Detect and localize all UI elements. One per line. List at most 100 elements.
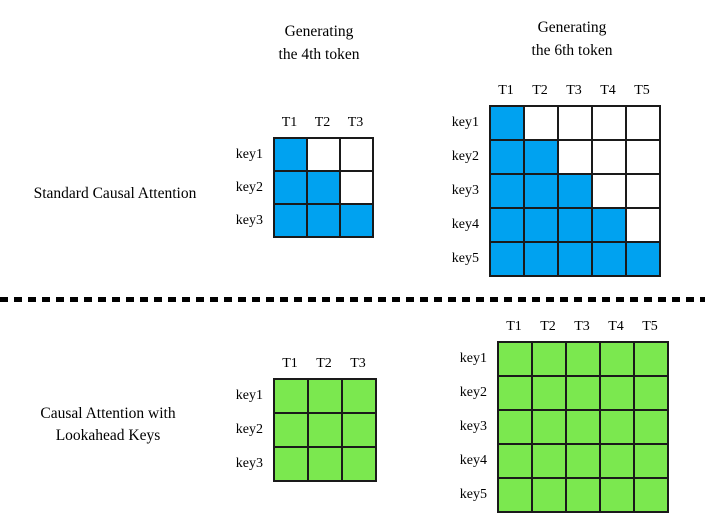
matrix-cell-key2-t2-attended: [524, 140, 558, 174]
col-header-t2: T2: [316, 356, 332, 371]
title-line: the 6th token: [531, 42, 613, 59]
title-line: the 4th token: [278, 46, 360, 63]
row-label-key1: key1: [459, 351, 487, 366]
matrix-cell-key2-t5-masked: [626, 140, 660, 174]
row-label-key4: key4: [451, 217, 479, 232]
matrix-cell-key3-t3-attended: [340, 204, 373, 237]
dashed-separator-line: [0, 297, 705, 302]
row-label-key3: key3: [235, 212, 263, 228]
attention-matrix: [273, 137, 374, 238]
matrix-cell-key2-t1-attended: [490, 140, 524, 174]
col-header-t3: T3: [347, 115, 364, 130]
matrix-cell-key4-t2-attended: [532, 444, 566, 478]
matrix-cell-key1-t3-attended: [342, 379, 376, 413]
matrix-cell-key5-t1-attended: [490, 242, 524, 276]
matrix-cell-key5-t5-attended: [626, 242, 660, 276]
matrix-cell-key5-t2-attended: [524, 242, 558, 276]
col-header-t5: T5: [642, 319, 658, 334]
matrix-cell-key5-t4-attended: [600, 478, 634, 512]
col-header-t2: T2: [532, 83, 548, 98]
matrix-cell-key1-t5-masked: [626, 106, 660, 140]
attention-grid-standard-causal-4th: T1 T2 T3 key1 key2 key3: [225, 113, 374, 238]
matrix-cell-key2-t5-attended: [634, 376, 668, 410]
matrix-cell-key3-t1-attended: [498, 410, 532, 444]
row-label-spacer: [225, 354, 273, 374]
matrix-cell-key5-t3-attended: [566, 478, 600, 512]
matrix-cell-key5-t4-attended: [592, 242, 626, 276]
row-label-spacer: [441, 81, 489, 101]
matrix-cell-key3-t3-attended: [566, 410, 600, 444]
row-label-key2: key2: [451, 149, 479, 164]
matrix-cell-key1-t1-attended: [274, 379, 308, 413]
row-title-line: Causal Attention with: [40, 405, 176, 422]
matrix-cell-key4-t1-attended: [490, 208, 524, 242]
matrix-cell-key1-t4-attended: [600, 342, 634, 376]
col-header-t1: T1: [281, 115, 298, 130]
matrix-cell-key3-t3-attended: [342, 447, 376, 481]
title-generating-4th-token: Generating the 4th token: [239, 20, 399, 66]
row-label-key2: key2: [459, 385, 487, 400]
title-line: Generating: [537, 19, 607, 36]
matrix-cell-key3-t1-attended: [490, 174, 524, 208]
matrix-cell-key2-t2-attended: [532, 376, 566, 410]
matrix-cell-key4-t4-attended: [592, 208, 626, 242]
matrix-cell-key2-t4-masked: [592, 140, 626, 174]
row-label-key3: key3: [459, 419, 487, 434]
matrix-cell-key2-t1-attended: [498, 376, 532, 410]
row-title-causal-attention-lookahead-keys: Causal Attention with Lookahead Keys: [8, 403, 208, 447]
col-header-t4: T4: [608, 319, 624, 334]
row-label-spacer: [225, 113, 273, 133]
row-label-key1: key1: [235, 388, 263, 403]
matrix-cell-key4-t4-attended: [600, 444, 634, 478]
row-label-key2: key2: [235, 422, 263, 437]
row-label-key5: key5: [459, 487, 487, 502]
matrix-cell-key3-t5-attended: [634, 410, 668, 444]
col-header-t1: T1: [498, 83, 514, 98]
matrix-cell-key4-t5-masked: [626, 208, 660, 242]
row-title-line: Lookahead Keys: [55, 427, 161, 444]
row-label-key1: key1: [235, 146, 263, 162]
matrix-cell-key3-t1-attended: [274, 204, 307, 237]
row-label-key4: key4: [459, 453, 487, 468]
attention-matrix: [497, 341, 669, 513]
matrix-cell-key5-t5-attended: [634, 478, 668, 512]
matrix-cell-key4-t1-attended: [498, 444, 532, 478]
matrix-cell-key1-t3-masked: [340, 138, 373, 171]
matrix-cell-key2-t3-attended: [342, 413, 376, 447]
matrix-cell-key1-t1-attended: [498, 342, 532, 376]
col-header-t3: T3: [566, 83, 582, 98]
matrix-cell-key2-t2-attended: [307, 171, 340, 204]
matrix-cell-key5-t3-attended: [558, 242, 592, 276]
matrix-cell-key3-t4-masked: [592, 174, 626, 208]
matrix-cell-key2-t3-attended: [566, 376, 600, 410]
matrix-cell-key2-t3-masked: [340, 171, 373, 204]
row-label-key1: key1: [451, 115, 479, 130]
matrix-cell-key1-t5-attended: [634, 342, 668, 376]
col-header-t5: T5: [634, 83, 650, 98]
matrix-cell-key5-t2-attended: [532, 478, 566, 512]
matrix-cell-key3-t1-attended: [274, 447, 308, 481]
col-header-t2: T2: [314, 115, 331, 130]
col-header-t4: T4: [600, 83, 616, 98]
row-label-spacer: [449, 317, 497, 337]
matrix-cell-key1-t3-masked: [558, 106, 592, 140]
col-header-t1: T1: [282, 356, 298, 371]
matrix-cell-key2-t1-attended: [274, 413, 308, 447]
matrix-cell-key5-t1-attended: [498, 478, 532, 512]
matrix-cell-key3-t5-masked: [626, 174, 660, 208]
matrix-cell-key2-t4-attended: [600, 376, 634, 410]
matrix-cell-key3-t4-attended: [600, 410, 634, 444]
matrix-cell-key3-t2-attended: [308, 447, 342, 481]
row-label-key2: key2: [235, 179, 263, 195]
col-header-t3: T3: [574, 319, 590, 334]
matrix-cell-key4-t3-attended: [566, 444, 600, 478]
matrix-cell-key4-t2-attended: [524, 208, 558, 242]
matrix-cell-key3-t2-attended: [532, 410, 566, 444]
matrix-cell-key1-t4-masked: [592, 106, 626, 140]
matrix-cell-key2-t1-attended: [274, 171, 307, 204]
matrix-cell-key1-t2-attended: [308, 379, 342, 413]
matrix-cell-key4-t3-attended: [558, 208, 592, 242]
